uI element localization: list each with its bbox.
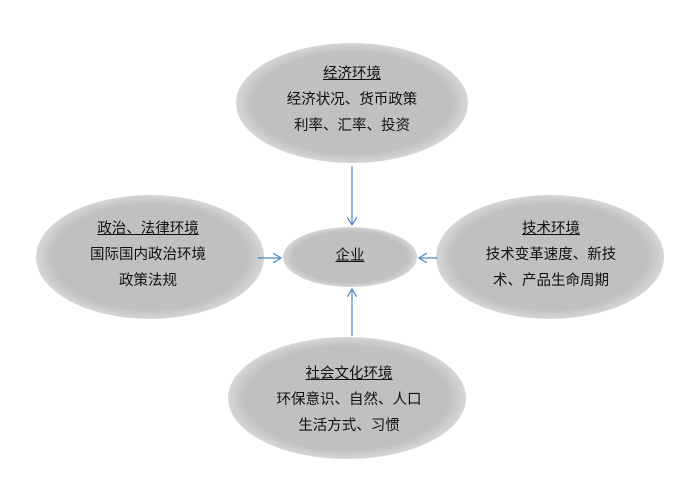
political-ellipse (36, 195, 264, 319)
economic-title: 经济环境 (323, 66, 381, 82)
political-line: 国际国内政治环境 (90, 247, 206, 263)
economic-ellipse (236, 43, 468, 163)
social-line: 环保意识、自然、人口 (276, 392, 422, 408)
social-title: 社会文化环境 (305, 366, 393, 382)
economic-line: 经济状况、货币政策 (286, 92, 418, 108)
technology-ellipse (436, 195, 664, 319)
economic-node-text: 经济环境 经济状况、货币政策 利率、汇率、投资 (287, 61, 418, 139)
social-ellipse (228, 337, 466, 459)
technology-title: 技术环境 (522, 221, 580, 237)
political-line: 政策法规 (119, 273, 177, 289)
technology-line: 技术变革速度、新技 (485, 247, 617, 263)
economic-line: 利率、汇率、投资 (294, 118, 410, 134)
center-title: 企业 (335, 248, 365, 264)
center-node-text: 企业 (336, 243, 365, 269)
technology-line: 术、产品生命周期 (493, 273, 609, 289)
social-line: 生活方式、习惯 (298, 418, 400, 434)
political-title: 政治、法律环境 (97, 221, 199, 237)
social-node-text: 社会文化环境 环保意识、自然、人口 生活方式、习惯 (277, 361, 422, 439)
technology-node-text: 技术环境 技术变革速度、新技 术、产品生命周期 (486, 216, 617, 294)
center-ellipse (283, 227, 417, 287)
political-node-text: 政治、法律环境 国际国内政治环境 政策法规 (90, 216, 206, 294)
